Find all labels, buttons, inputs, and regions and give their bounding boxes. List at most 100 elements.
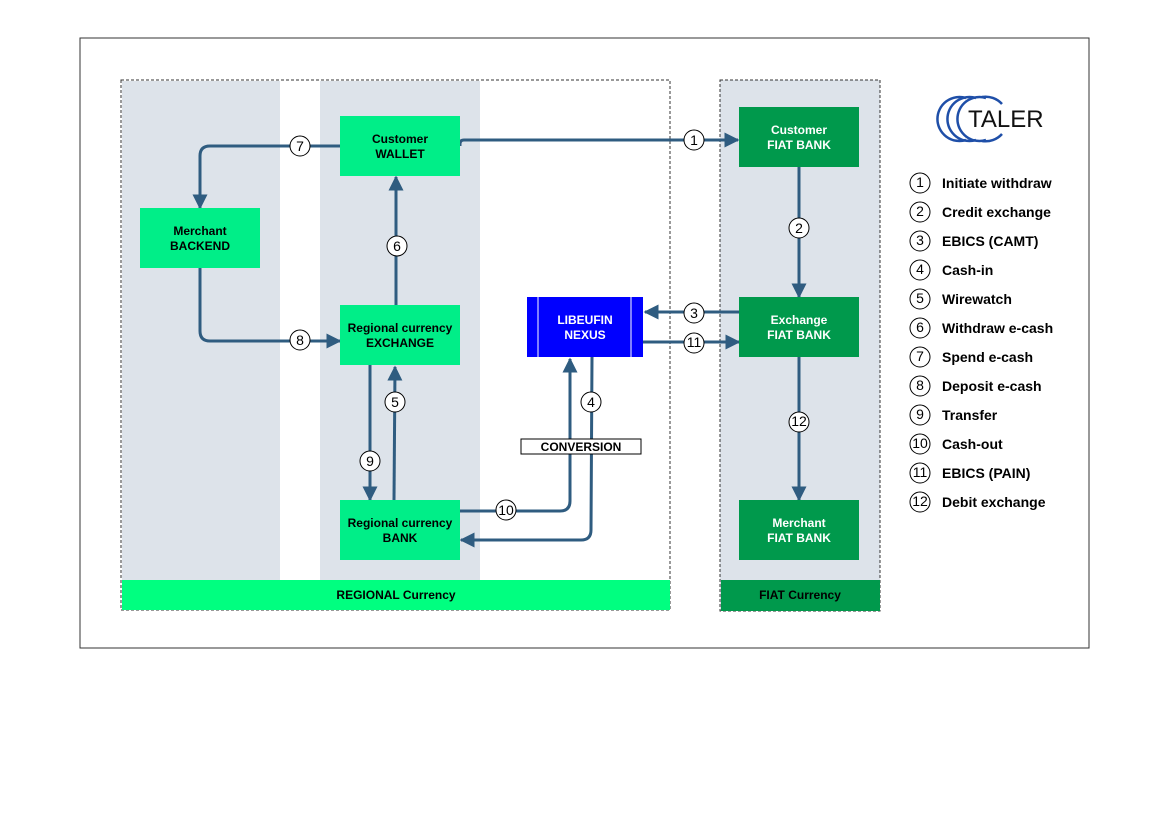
legend-number: 8 [916, 377, 924, 393]
legend-number: 1 [916, 174, 924, 190]
merchant-fiat-bank-line1: Merchant [772, 516, 825, 530]
regional-exchange-line2: EXCHANGE [366, 336, 434, 350]
legend-number: 11 [913, 464, 928, 480]
badge-12-text: 12 [791, 413, 807, 429]
legend-item: 10 Cash-out [909, 433, 1003, 455]
node-libeufin-nexus: LIBEUFIN NEXUS [527, 297, 643, 357]
legend-label: Initiate withdraw [942, 175, 1052, 191]
conversion-label: CONVERSION [541, 440, 622, 454]
badge-11-text: 11 [687, 334, 702, 350]
customer-fiat-bank-line1: Customer [771, 123, 827, 137]
legend-number: 4 [916, 261, 924, 277]
node-customer-wallet: Customer WALLET [340, 116, 460, 176]
arrow-7-spend-ecash [192, 144, 340, 210]
legend-number: 9 [916, 406, 924, 422]
legend-item: 6 Withdraw e-cash [909, 317, 1053, 339]
node-customer-fiat-bank: Customer FIAT BANK [739, 107, 859, 167]
merchant-backend-line2: BACKEND [170, 239, 230, 253]
merchant-fiat-bank-line2: FIAT BANK [767, 531, 831, 545]
legend-item: 2 Credit exchange [909, 201, 1051, 223]
legend-label: Transfer [942, 407, 998, 423]
legend-label: Withdraw e-cash [942, 320, 1053, 336]
badge-12: 12 [788, 411, 810, 433]
legend-label: Cash-in [942, 262, 993, 278]
customer-wallet-line2: WALLET [375, 147, 425, 161]
badge-2: 2 [788, 217, 810, 239]
badge-5: 5 [384, 391, 406, 413]
legend-number-badge [909, 201, 931, 223]
badge-7: 7 [289, 135, 311, 157]
taler-logo: TALER [936, 95, 1044, 143]
legend-number: 6 [916, 319, 924, 335]
regional-currency-bar [122, 580, 670, 610]
badge-8: 8 [289, 329, 311, 351]
legend-number-badge [909, 433, 931, 455]
badge-4-text: 4 [587, 394, 595, 410]
regional-exchange-line1: Regional currency [348, 321, 453, 335]
legend-item: 5 Wirewatch [909, 288, 1012, 310]
regional-bank-line1: Regional currency [348, 516, 453, 530]
libeufin-nexus-line2: NEXUS [564, 328, 605, 342]
badge-9-text: 9 [366, 453, 374, 469]
badge-9: 9 [359, 450, 381, 472]
legend-item: 9 Transfer [909, 404, 998, 426]
badge-10-text: 10 [498, 502, 514, 518]
legend-number-badge [909, 317, 931, 339]
node-merchant-backend: Merchant BACKEND [140, 208, 260, 268]
exchange-fiat-bank-line1: Exchange [771, 313, 828, 327]
node-exchange-fiat-bank: Exchange FIAT BANK [739, 297, 859, 357]
taler-logo-text: TALER [968, 106, 1044, 133]
legend-number: 3 [916, 232, 924, 248]
legend-number-badge [909, 259, 931, 281]
legend-number: 10 [912, 435, 928, 451]
node-merchant-fiat-bank: Merchant FIAT BANK [739, 500, 859, 560]
badge-10: 10 [495, 499, 517, 521]
legend-item: 4 Cash-in [909, 259, 993, 281]
badge-3-text: 3 [690, 305, 698, 321]
badge-7-text: 7 [296, 138, 304, 154]
fiat-currency-label: FIAT Currency [759, 588, 841, 602]
badge-8-text: 8 [296, 332, 304, 348]
legend-label: EBICS (CAMT) [942, 233, 1038, 249]
libeufin-nexus-line1: LIBEUFIN [557, 313, 612, 327]
legend-label: Wirewatch [942, 291, 1012, 307]
customer-wallet-line1: Customer [372, 132, 428, 146]
conversion-box [520, 438, 642, 455]
badge-6: 6 [386, 235, 408, 257]
arrow-10-cash-out [460, 357, 578, 513]
legend-number-badge [909, 346, 931, 368]
legend-label: Debit exchange [942, 494, 1046, 510]
connector-badges: 1 2 3 4 5 6 7 8 [289, 129, 810, 521]
badge-1: 1 [683, 129, 705, 151]
legend-number-badge [909, 172, 931, 194]
legend-number: 5 [916, 290, 924, 306]
badge-5-text: 5 [391, 394, 399, 410]
legend-item: 11 EBICS (PAIN) [909, 462, 1030, 484]
legend-label: EBICS (PAIN) [942, 465, 1030, 481]
customer-fiat-bank-line2: FIAT BANK [767, 138, 831, 152]
badge-3: 3 [683, 302, 705, 324]
badge-1-text: 1 [690, 132, 698, 148]
merchant-backend-line1: Merchant [173, 224, 226, 238]
legend-label: Cash-out [942, 436, 1003, 452]
badge-2-text: 2 [795, 220, 803, 236]
legend-label: Credit exchange [942, 204, 1051, 220]
legend-number-badge [909, 491, 931, 513]
legend-number-badge [909, 462, 931, 484]
legend-item: 1 Initiate withdraw [909, 172, 1052, 194]
node-regional-bank: Regional currency BANK [340, 500, 460, 560]
legend-number-badge [909, 404, 931, 426]
taler-logo-rings-icon [936, 95, 1003, 143]
legend-number-badge [909, 288, 931, 310]
node-regional-exchange: Regional currency EXCHANGE [340, 305, 460, 365]
badge-6-text: 6 [393, 238, 401, 254]
legend-number: 2 [916, 203, 924, 219]
regional-bank-line2: BANK [383, 531, 418, 545]
legend-number-badge [909, 375, 931, 397]
badge-11: 11 [683, 332, 705, 354]
